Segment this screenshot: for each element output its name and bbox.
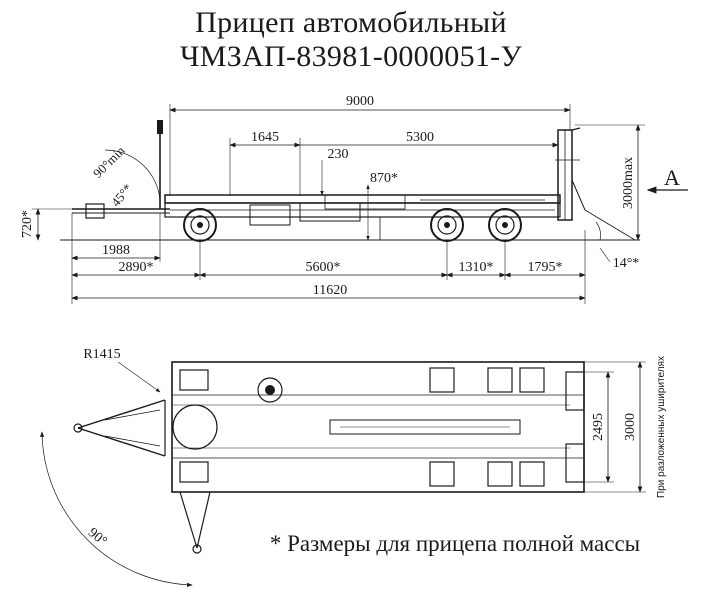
top-view: R1415 90° 2495 3000 При разложенных ушир… bbox=[39, 347, 667, 587]
drawbar bbox=[72, 120, 170, 219]
dim-2890: 2890* bbox=[119, 260, 154, 275]
dim-720: 720* bbox=[20, 210, 35, 238]
dim-5300: 5300 bbox=[406, 130, 434, 145]
side-view: 9000 1645 5300 230 870* 720* 90°min 45°*… bbox=[20, 94, 688, 304]
dim-1795: 1795* bbox=[528, 260, 563, 275]
dim-11620: 11620 bbox=[313, 283, 347, 298]
rear-wheel-1 bbox=[430, 208, 464, 242]
drawing-title-line1: Прицеп автомобильный bbox=[195, 6, 507, 39]
dim-870: 870* bbox=[370, 171, 398, 186]
dim-9000: 9000 bbox=[346, 94, 374, 109]
top-drawbar bbox=[73, 399, 166, 457]
dim-1988: 1988 bbox=[102, 243, 130, 258]
dim-3000max: 3000max bbox=[621, 157, 636, 209]
footnote: * Размеры для прицепа полной массы bbox=[270, 531, 640, 556]
dim-3000: 3000 bbox=[623, 413, 638, 441]
trailer-frame bbox=[164, 194, 561, 240]
dim-1645: 1645 bbox=[251, 130, 279, 145]
rear-ramp bbox=[555, 127, 636, 241]
drawing-title-line2: ЧМЗАП-83981-0000051-У bbox=[179, 40, 523, 73]
side-note: При разложенных уширителях bbox=[656, 356, 667, 498]
top-wheels bbox=[179, 367, 545, 487]
dim-5600: 5600* bbox=[306, 260, 341, 275]
dim-r1415: R1415 bbox=[83, 347, 120, 362]
rear-wheel-2 bbox=[488, 208, 522, 242]
dim-230: 230 bbox=[328, 147, 349, 162]
dim-angle-90: 90° bbox=[85, 525, 110, 549]
dim-angle-90min: 90°min bbox=[90, 143, 128, 181]
dim-2495: 2495 bbox=[591, 413, 606, 441]
dim-ramp-angle: 14°* bbox=[613, 256, 640, 271]
dim-angle-45: 45°* bbox=[108, 181, 135, 210]
view-a-label: A bbox=[664, 165, 680, 190]
front-wheel bbox=[183, 208, 217, 242]
dim-1310: 1310* bbox=[459, 260, 494, 275]
